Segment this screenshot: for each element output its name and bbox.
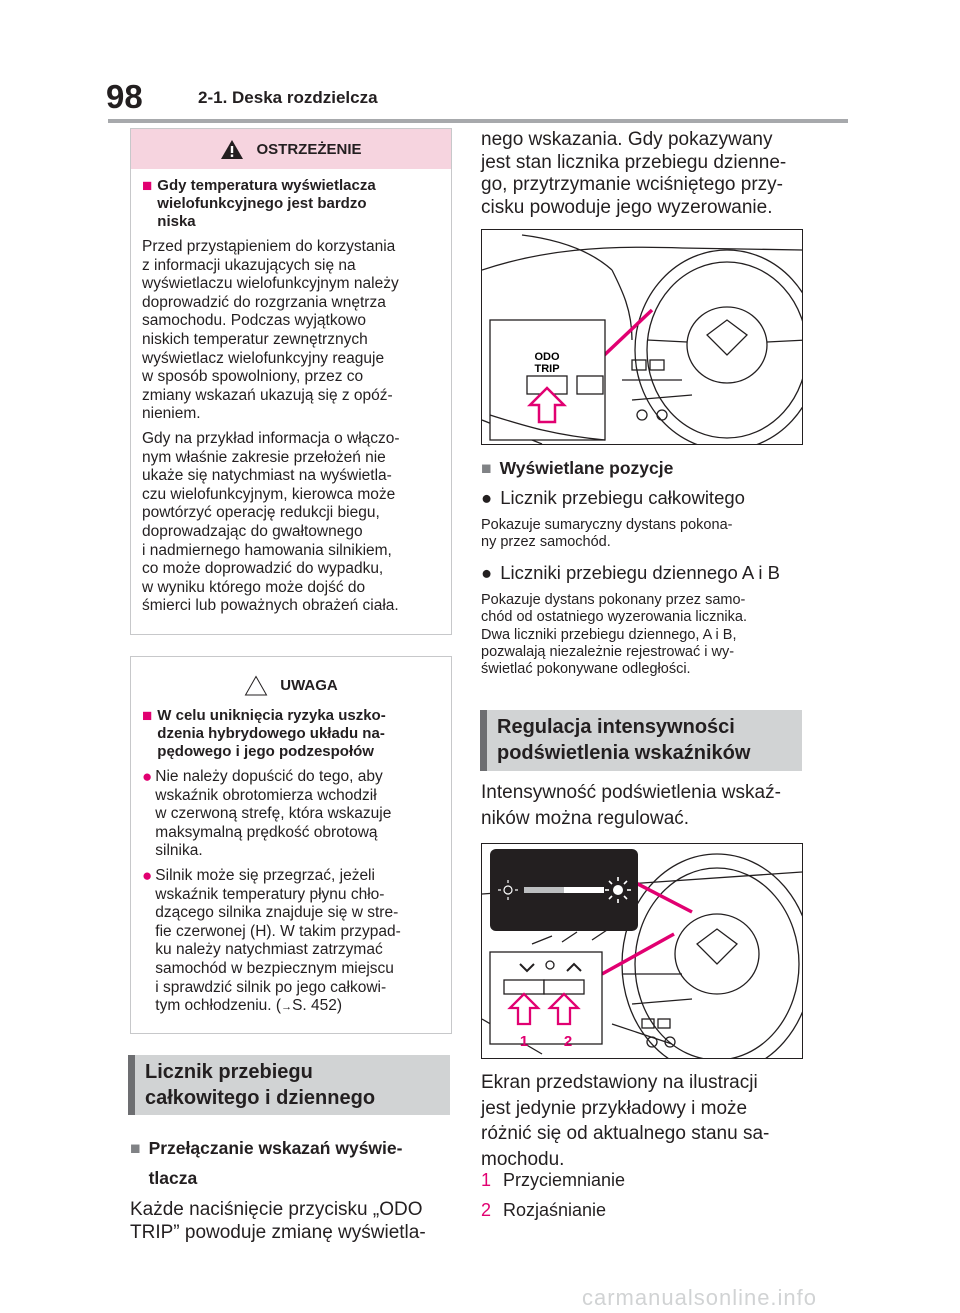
list-number: 1 [481, 1170, 492, 1190]
watermark: carmanualsonline.info [582, 1285, 818, 1310]
square-bullet-icon: ■ [130, 1138, 141, 1158]
odometer-paragraph: Każde naciśnięcie przycisku „ODO TRIP” p… [130, 1199, 426, 1243]
list-item-brighten: 2 Rozjaśnianie [481, 1200, 606, 1221]
brightness-illustration: 1 2 [481, 843, 803, 1059]
warning-title: ■ Gdy temperatura wyświetlacza wielofunk… [142, 177, 440, 231]
caution-bullet-2: ● Silnik może się przegrzać, jeżeli wska… [142, 865, 440, 1017]
item-odometer-title: ● Licznik przebiegu całkowitego [481, 487, 745, 509]
section-heading-brightness: Regulacja intensywności podświetlenia ws… [480, 710, 802, 771]
dot-bullet-icon: ● [142, 865, 153, 885]
warning-paragraph-1: Przed przystąpieniem do korzystania z in… [142, 238, 399, 423]
callout-1: 1 [520, 1033, 528, 1050]
warning-triangle-icon [221, 139, 244, 159]
chapter-title: 2-1. Deska rozdzielcza [198, 88, 378, 107]
list-item-dim: 1 Przyciemnianie [481, 1170, 625, 1191]
dashboard-steering-drawing: ODO TRIP [482, 234, 802, 444]
list-label: Przyciemnianie [503, 1170, 626, 1190]
square-bullet-icon: ■ [142, 706, 153, 725]
odo-trip-illustration: ODO TRIP [481, 229, 803, 445]
trip-label: TRIP [534, 363, 559, 375]
warning-title-text: Gdy temperatura wyświetlacza wielofunkcy… [157, 177, 376, 230]
caution-title-text: W celu uniknięcia ryzyka uszko- dzenia h… [157, 707, 386, 760]
square-bullet-icon: ■ [481, 458, 492, 478]
caution-title: ■ W celu uniknięcia ryzyka uszko- dzenia… [142, 707, 440, 761]
caution-heading: UWAGA [280, 676, 338, 694]
header-rule [108, 119, 848, 123]
caution-header: UWAGA [131, 665, 451, 705]
caution-bullet-1-text: Nie należy dopuścić do tego, aby wskaźni… [155, 768, 392, 860]
warning-paragraph-2: Gdy na przykład informacja o włączo- nym… [142, 429, 400, 615]
caution-box: UWAGA ■ W celu uniknięcia ryzyka uszko- … [130, 656, 452, 1034]
caution-bullet-2-text: Silnik może się przegrzać, jeżeli wskaźn… [155, 867, 400, 1017]
item-trip-title: ● Liczniki przebiegu dziennego A i B [481, 562, 780, 584]
illustration-note: Ekran przedstawiony na ilustracji jest j… [481, 1072, 770, 1170]
continued-paragraph: nego wskazania. Gdy pokazywany jest stan… [481, 129, 787, 218]
caution-bullet-1: ● Nie należy dopuścić do tego, aby wskaź… [142, 767, 440, 861]
odo-label: ODO [534, 351, 560, 363]
warning-heading: OSTRZEŻENIE [256, 140, 362, 158]
subheading-displayed-items: ■ Wyświetlane pozycje [481, 458, 673, 479]
dot-bullet-icon: ● [481, 562, 493, 583]
list-label: Rozjaśnianie [503, 1200, 607, 1220]
subheading-display-switch: ■ Przełączanie wskazań wyświe- tlacza [130, 1133, 460, 1193]
callout-2: 2 [564, 1033, 572, 1050]
square-bullet-icon: ■ [142, 176, 153, 195]
arrow-reference-icon: → [281, 1001, 293, 1014]
item-trip-text: Pokazuje dystans pokonany przez samo- ch… [481, 592, 747, 678]
brightness-paragraph: Intensywność podświetlenia wskaź- ników … [481, 782, 781, 829]
dot-bullet-icon: ● [481, 487, 493, 508]
page-number: 98 [106, 78, 143, 115]
item-odometer-text: Pokazuje sumaryczny dystans pokona- ny p… [481, 517, 733, 551]
page-reference: S. 452) [292, 997, 343, 1015]
section-heading-odometer: Licznik przebiegu całkowitego i dzienneg… [128, 1055, 450, 1115]
caution-triangle-icon [244, 674, 268, 695]
brightness-control-drawing: 1 2 [482, 849, 802, 1058]
warning-header: OSTRZEŻENIE [131, 129, 451, 169]
caution-bullet-2-body: Silnik może się przegrzać, jeżeli wskaźn… [155, 866, 401, 1015]
dot-bullet-icon: ● [142, 767, 153, 786]
subheading-displayed-items-text: Wyświetlane pozycje [499, 458, 674, 478]
item-trip-title-text: Liczniki przebiegu dziennego A i B [500, 562, 780, 583]
warning-box: OSTRZEŻENIE ■ Gdy temperatura wyświetlac… [130, 128, 452, 635]
item-odometer-title-text: Licznik przebiegu całkowitego [500, 487, 745, 508]
list-number: 2 [481, 1200, 492, 1220]
subheading-display-switch-text: Przełączanie wskazań wyświe- tlacza [148, 1138, 403, 1188]
